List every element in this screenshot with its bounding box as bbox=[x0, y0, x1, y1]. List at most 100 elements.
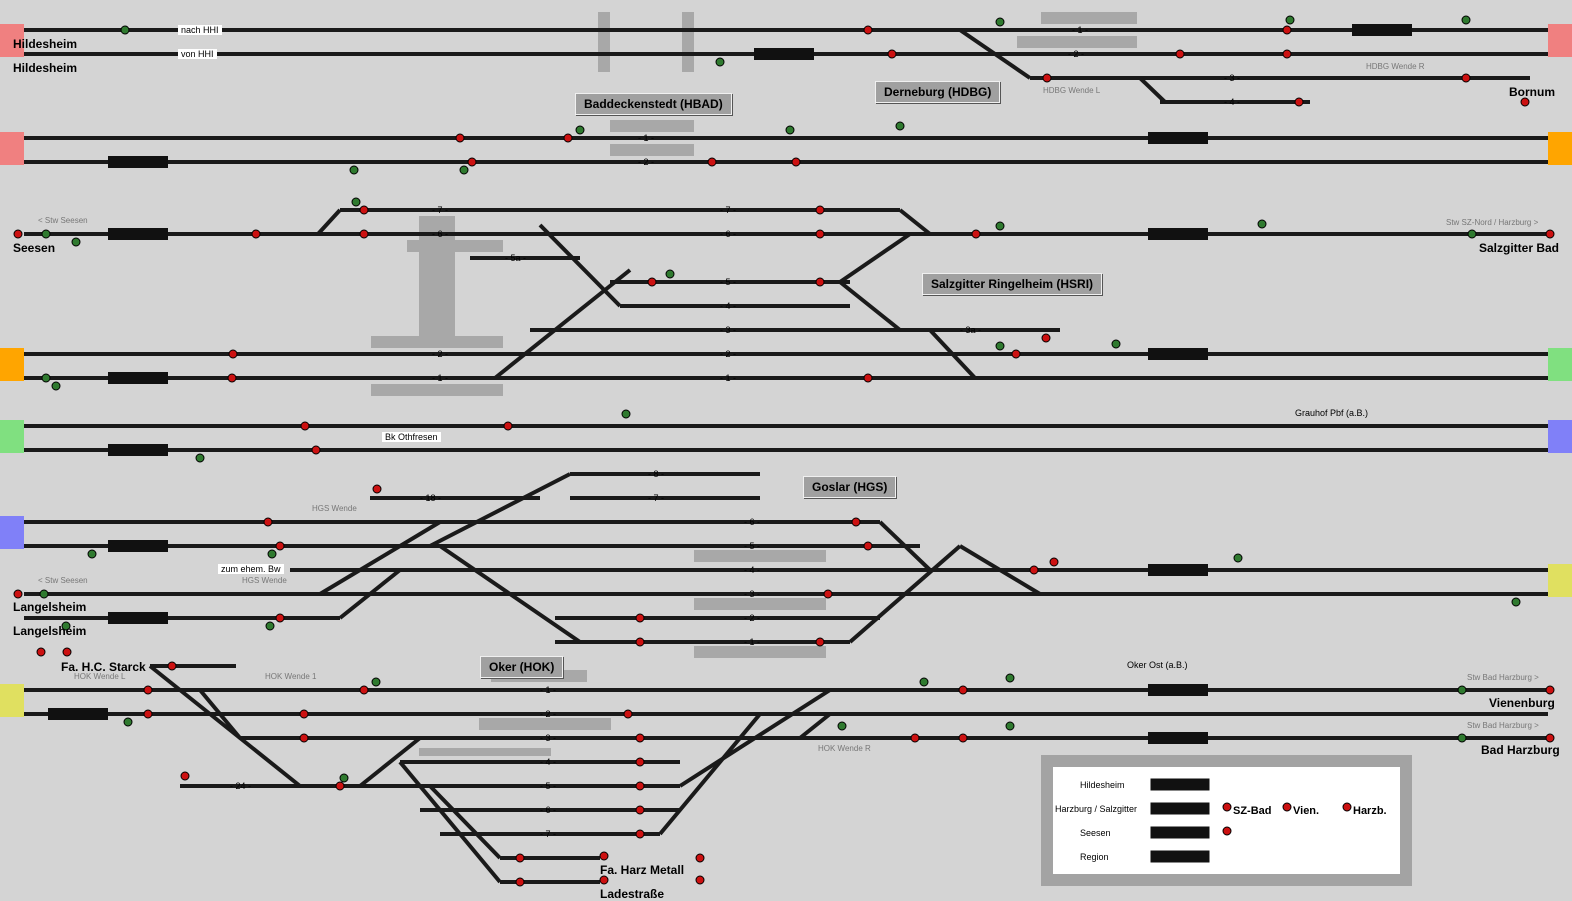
interlocking-hok[interactable]: Oker (HOK) bbox=[480, 656, 564, 678]
station-seesen: Seesen bbox=[13, 241, 56, 255]
svg-text:- 1 -: - 1 - bbox=[540, 685, 556, 695]
svg-text:- 1 -: - 1 - bbox=[720, 373, 736, 383]
svg-text:- 7 -: - 7 - bbox=[432, 205, 448, 215]
legend-item-region: Region bbox=[1080, 852, 1109, 862]
interlocking-hgs[interactable]: Goslar (HGS) bbox=[803, 476, 897, 498]
station-fa-harz-metall: Fa. Harz Metall bbox=[600, 863, 685, 877]
svg-text:- 7 -: - 7 - bbox=[720, 205, 736, 215]
axle-counter-blocks bbox=[48, 24, 1412, 744]
svg-text:- 3 -: - 3 - bbox=[720, 325, 736, 335]
legend-panel: Hildesheim Harzburg / Salzgitter Seesen … bbox=[1053, 767, 1400, 874]
svg-text:- 5 -: - 5 - bbox=[720, 277, 736, 287]
svg-text:- 4 -: - 4 - bbox=[1224, 97, 1240, 107]
legend-signal-harzb: Harzb. bbox=[1353, 805, 1387, 817]
svg-text:- 3a -: - 3a - bbox=[960, 325, 981, 335]
label-hdbg-wende-l: HDBG Wende L bbox=[1043, 86, 1101, 95]
note-oker-ost: Oker Ost (a.B.) bbox=[1127, 660, 1188, 670]
label-hok-wende-1: HOK Wende 1 bbox=[265, 672, 317, 681]
station-bornum: Bornum bbox=[1509, 85, 1555, 99]
station-hildesheim-1: Hildesheim bbox=[13, 37, 78, 51]
signals-red bbox=[13, 25, 1555, 887]
svg-text:- 3 -: - 3 - bbox=[1224, 73, 1240, 83]
edge-hgs-left bbox=[0, 516, 24, 549]
label-stw-bad-harzburg-1: Stw Bad Harzburg > bbox=[1467, 673, 1539, 682]
svg-text:- 2 -: - 2 - bbox=[432, 349, 448, 359]
edge-hildesheim-right bbox=[1548, 24, 1572, 57]
interlocking-hdbg[interactable]: Derneburg (HDBG) bbox=[875, 81, 1001, 103]
legend-item-harzburg-salzgitter: Harzburg / Salzgitter bbox=[1055, 804, 1138, 814]
signals-green bbox=[39, 15, 1521, 783]
label-hok-wende-r: HOK Wende R bbox=[818, 744, 871, 753]
label-stw-sz-nord: Stw SZ-Nord / Harzburg > bbox=[1446, 218, 1539, 227]
svg-text:- 4 -: - 4 - bbox=[540, 757, 556, 767]
svg-text:- 5 -: - 5 - bbox=[744, 541, 760, 551]
legend-item-hildesheim: Hildesheim bbox=[1080, 780, 1125, 790]
edge-hildesheim-left bbox=[0, 24, 24, 57]
station-hildesheim-2: Hildesheim bbox=[13, 61, 78, 75]
svg-text:- 6 -: - 6 - bbox=[432, 229, 448, 239]
svg-text:- 8 -: - 8 - bbox=[648, 469, 664, 479]
edge-hbad-right bbox=[1548, 132, 1572, 165]
svg-text:- 2 -: - 2 - bbox=[720, 349, 736, 359]
svg-text:- 2 -: - 2 - bbox=[540, 709, 556, 719]
station-ladestrasse: Ladestraße bbox=[600, 887, 665, 901]
track-lines bbox=[24, 28, 1548, 884]
svg-text:- 5 -: - 5 - bbox=[540, 781, 556, 791]
label-stw-seesen-2: < Stw Seesen bbox=[38, 576, 88, 585]
svg-text:- 3 -: - 3 - bbox=[540, 733, 556, 743]
station-bad-harzburg: Bad Harzburg bbox=[1481, 743, 1560, 757]
svg-text:- 4 -: - 4 - bbox=[720, 301, 736, 311]
legend-item-seesen: Seesen bbox=[1080, 828, 1111, 838]
edge-othfresen-right bbox=[1548, 420, 1572, 453]
svg-text:- 2 -: - 2 - bbox=[744, 613, 760, 623]
svg-text:- 18 -: - 18 - bbox=[420, 493, 441, 503]
svg-text:- 2 -: - 2 - bbox=[1068, 49, 1084, 59]
svg-text:- 7 -: - 7 - bbox=[540, 829, 556, 839]
edge-hsri-left bbox=[0, 348, 24, 381]
legend-symbols bbox=[1150, 778, 1352, 863]
edge-markers bbox=[0, 24, 1572, 717]
interlocking-hbad[interactable]: Baddeckenstedt (HBAD) bbox=[575, 93, 732, 115]
interlocking-hsri[interactable]: Salzgitter Ringelheim (HSRI) bbox=[922, 273, 1103, 295]
svg-text:- 7 -: - 7 - bbox=[648, 493, 664, 503]
station-vienenburg: Vienenburg bbox=[1489, 696, 1555, 710]
svg-text:- 6 -: - 6 - bbox=[744, 517, 760, 527]
station-fa-hc-starck: Fa. H.C. Starck bbox=[61, 660, 146, 674]
svg-text:- 1 -: - 1 - bbox=[432, 373, 448, 383]
label-stw-seesen-1: < Stw Seesen bbox=[38, 216, 88, 225]
note-von-hhi: von HHI bbox=[178, 49, 217, 59]
svg-text:- 4 -: - 4 - bbox=[744, 565, 760, 575]
label-stw-bad-harzburg-2: Stw Bad Harzburg > bbox=[1467, 721, 1539, 730]
svg-text:- 1 -: - 1 - bbox=[744, 637, 760, 647]
note-nach-hhi: nach HHI bbox=[178, 25, 222, 35]
label-hdbg-wende-r: HDBG Wende R bbox=[1366, 62, 1425, 71]
svg-text:- 1 -: - 1 - bbox=[1072, 25, 1088, 35]
svg-text:- 6 -: - 6 - bbox=[540, 805, 556, 815]
label-hgs-wende-2: HGS Wende bbox=[242, 576, 287, 585]
station-langelsheim-2: Langelsheim bbox=[13, 624, 87, 638]
note-bk-othfresen: Bk Othfresen bbox=[382, 432, 441, 442]
svg-text:- 1 -: - 1 - bbox=[638, 133, 654, 143]
station-salzgitter-bad: Salzgitter Bad bbox=[1479, 241, 1560, 255]
station-langelsheim-1: Langelsheim bbox=[13, 600, 87, 614]
edge-hsri-right bbox=[1548, 348, 1572, 381]
note-zum-ehem-bw: zum ehem. Bw bbox=[218, 564, 284, 574]
legend-signal-sz-bad: SZ-Bad bbox=[1233, 805, 1272, 817]
svg-text:- 2 -: - 2 - bbox=[638, 157, 654, 167]
edge-hbad-left bbox=[0, 132, 24, 165]
svg-text:- 3 -: - 3 - bbox=[744, 589, 760, 599]
svg-text:- 6 -: - 6 - bbox=[720, 229, 736, 239]
edge-hgs-right bbox=[1548, 564, 1572, 597]
edge-othfresen-left bbox=[0, 420, 24, 453]
label-hgs-wende-1: HGS Wende bbox=[312, 504, 357, 513]
label-hok-wende-l: HOK Wende L bbox=[74, 672, 126, 681]
track-numbers: - 1 - - 2 - - 3 - - 4 - - 1 - - 2 - - 7 … bbox=[230, 25, 1240, 839]
svg-text:- 5a -: - 5a - bbox=[505, 253, 526, 263]
svg-text:- 24 -: - 24 - bbox=[230, 781, 251, 791]
legend-signal-vien: Vien. bbox=[1293, 805, 1320, 817]
legend: Hildesheim Harzburg / Salzgitter Seesen … bbox=[1041, 755, 1412, 886]
note-grauhof: Grauhof Pbf (a.B.) bbox=[1295, 408, 1369, 418]
edge-hok-left bbox=[0, 684, 24, 717]
